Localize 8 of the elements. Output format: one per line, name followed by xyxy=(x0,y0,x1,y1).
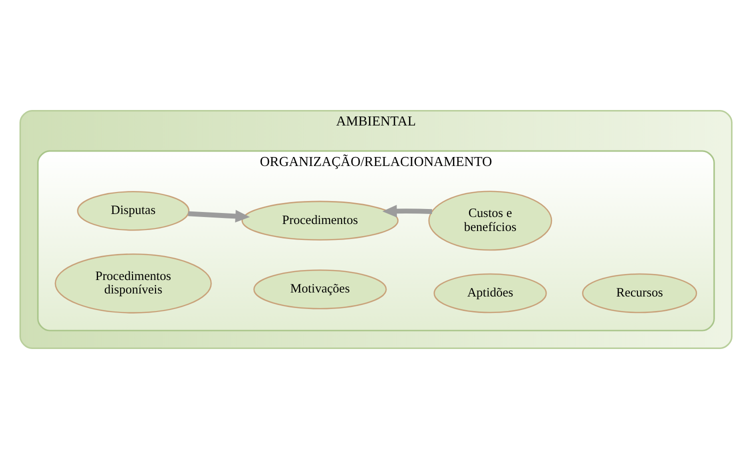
node-ellipse: Aptidões xyxy=(434,272,547,313)
arrow xyxy=(382,204,432,217)
node-ellipse: Motivações xyxy=(253,268,387,309)
node-ellipse: Recursos xyxy=(582,272,698,313)
node-ellipse: Custos e benefícios xyxy=(428,190,552,250)
arrow xyxy=(188,209,250,222)
node-ellipse: Procedimentos disponíveis xyxy=(54,253,212,313)
node-ellipse: Disputas xyxy=(77,190,190,230)
